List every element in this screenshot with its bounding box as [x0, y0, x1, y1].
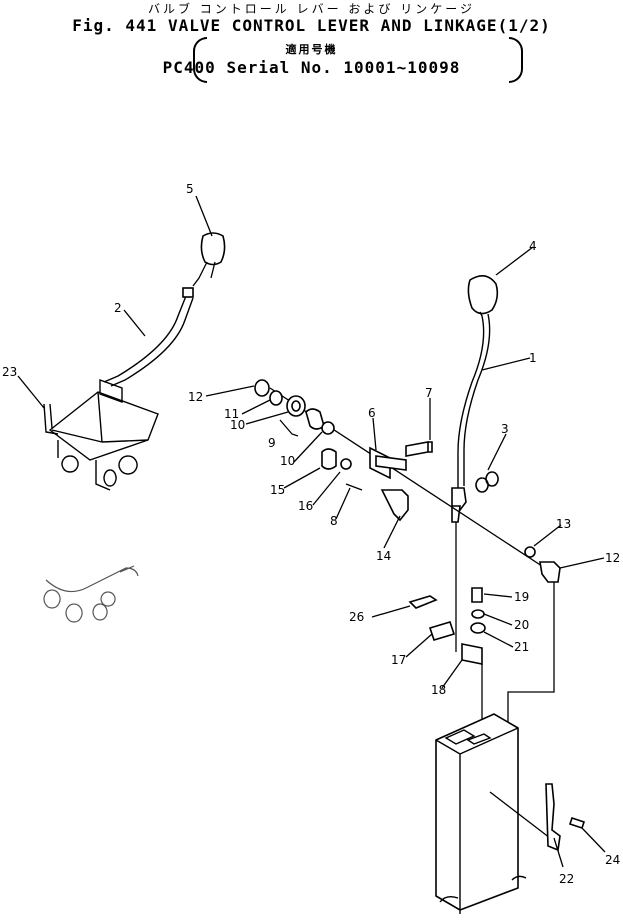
applicability-label-japanese: 適用号機 [285, 43, 338, 56]
callout-2: 2 [114, 301, 122, 315]
callout-9: 9 [268, 436, 276, 450]
callout-11: 11 [224, 407, 239, 421]
diagram-title-japanese: バルブ コントロール レバー および リンケージ [147, 2, 476, 16]
callout-leaders [17, 195, 606, 868]
applicability-serial: PC400 Serial No. 10001~10098 [162, 58, 461, 77]
callout-1: 1 [529, 351, 537, 365]
callout-12: 12 [188, 390, 203, 404]
lower-linkage [408, 587, 486, 740]
callout-22: 21 [514, 640, 529, 654]
callout-6: 6 [368, 406, 376, 420]
callout-10b: 10 [280, 454, 295, 468]
callout-26: 26 [349, 610, 364, 624]
callout-10a: 10 [230, 418, 245, 432]
callout-16: 15 [270, 483, 285, 497]
callout-5: 5 [186, 182, 194, 196]
callout-8: 8 [330, 514, 338, 528]
callout-24: 23 [2, 365, 17, 379]
callout-15: 14 [376, 549, 391, 563]
callout-4: 4 [529, 239, 537, 253]
pivot-parts [254, 379, 561, 736]
callout-7: 7 [425, 386, 433, 400]
callout-numbers: 5 2 23 4 1 3 7 6 12 11 10 9 10 15 16 8 1… [2, 182, 620, 886]
console-tower [435, 713, 586, 914]
diagram-title: Fig. 441 VALVE CONTROL LEVER AND LINKAGE… [72, 16, 551, 35]
callout-21: 20 [514, 618, 529, 632]
callout-17: 16 [298, 499, 313, 513]
callout-3: 3 [501, 422, 509, 436]
callout-20: 19 [514, 590, 529, 604]
callout-23: 22 [559, 872, 574, 886]
callout-13: 12 [605, 551, 620, 565]
callout-18: 17 [391, 653, 406, 667]
callout-25: 24 [605, 853, 620, 867]
main-control-lever [451, 275, 499, 652]
left-lever-assembly [43, 232, 226, 623]
callout-19: 18 [431, 683, 446, 697]
callout-14: 13 [556, 517, 571, 531]
